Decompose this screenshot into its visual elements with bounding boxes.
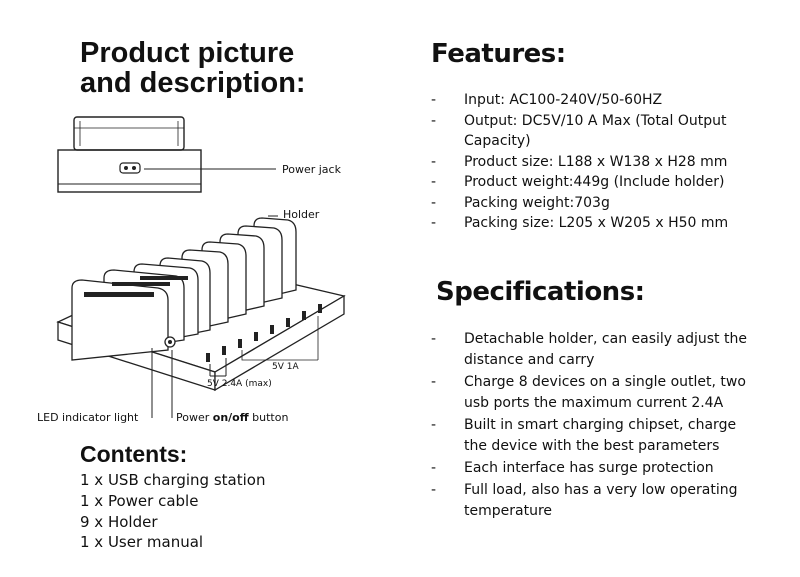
bullet-dash: - <box>431 92 437 108</box>
feature-text: Packing weight:703g <box>464 194 610 211</box>
product-picture-title: Product picture and description: <box>80 38 306 98</box>
contents-item: 1 x User manual <box>80 533 204 552</box>
bullet-dash: - <box>431 417 437 433</box>
list-item: - Built in smart charging chipset, charge… <box>431 415 761 457</box>
list-item: - Packing weight:703g <box>431 193 761 214</box>
power-button-label: Power on/off button <box>176 411 288 424</box>
features-title: Features: <box>431 39 566 69</box>
spec-text: Built in smart charging chipset, charge … <box>464 417 737 454</box>
usb-port-icons <box>206 304 322 362</box>
power-button-label-prefix: Power <box>176 411 213 424</box>
contents-item: 9 x Holder <box>80 512 158 531</box>
side-view-drawing <box>57 116 202 193</box>
power-jack-label: Power jack <box>282 163 341 176</box>
bullet-dash: - <box>431 374 437 390</box>
feature-text: Input: AC100-240V/50-60HZ <box>464 92 663 108</box>
specifications-list: - Detachable holder, can easily adjust th… <box>431 329 761 523</box>
power-jack-icon <box>119 162 141 174</box>
title-line-2: and description: <box>80 67 306 99</box>
features-list: - Input: AC100-240V/50-60HZ - Output: DC5V… <box>431 90 761 234</box>
bullet-dash: - <box>431 112 437 129</box>
power-button-label-bold: on/off <box>212 411 249 424</box>
spec-text: Charge 8 devices on a single outlet, two… <box>464 374 746 411</box>
list-item: - Charge 8 devices on a single outlet, tw… <box>431 372 761 414</box>
led-indicator-label: LED indicator light <box>37 411 139 424</box>
list-item: - Output: DC5V/10 A Max (Total Output Cap… <box>431 111 734 152</box>
list-item: - Product size: L188 x W138 x H28 mm <box>431 152 761 173</box>
list-item: - Full load, also has a very low operatin… <box>431 480 761 522</box>
feature-text: Product size: L188 x W138 x H28 mm <box>464 153 728 170</box>
bullet-dash: - <box>431 174 437 190</box>
bullet-dash: - <box>431 215 437 231</box>
contents-list: 1 x USB charging station 1 x Power cable… <box>80 470 265 553</box>
title-line-1: Product picture <box>80 37 295 69</box>
bullet-dash: - <box>431 153 437 170</box>
contents-item: 1 x Power cable <box>80 491 199 510</box>
holder-slot-lines <box>84 276 188 297</box>
list-item: - Packing size: L205 x W205 x H50 mm <box>431 213 761 234</box>
feature-text: Packing size: L205 x W205 x H50 mm <box>464 215 729 231</box>
spec-text: Full load, also has a very low operating… <box>464 482 738 519</box>
bullet-dash: - <box>431 194 437 211</box>
list-item: - Each interface has surge protection <box>431 458 761 479</box>
bullet-dash: - <box>431 331 437 347</box>
specifications-title: Specifications: <box>436 277 645 307</box>
feature-text: Product weight:449g (Include holder) <box>464 174 725 190</box>
contents-title: Contents: <box>80 441 188 467</box>
bullet-dash: - <box>431 482 437 498</box>
port-5v-1a-label: 5V 1A <box>272 362 299 372</box>
feature-text: Output: DC5V/10 A Max (Total Output Capa… <box>464 112 727 150</box>
contents-item: 1 x USB charging station <box>80 471 266 489</box>
holder-label: Holder <box>283 208 320 221</box>
power-button-label-suffix: button <box>248 411 289 424</box>
list-item: - Product weight:449g (Include holder) <box>431 172 761 193</box>
spec-text: Detachable holder, can easily adjust the… <box>464 331 747 368</box>
port-5v-24a-label: 5V 2.4A (max) <box>207 379 272 389</box>
list-item: - Input: AC100-240V/50-60HZ <box>431 90 761 111</box>
charging-station-drawing <box>56 217 346 392</box>
spec-text: Each interface has surge protection <box>464 460 714 476</box>
list-item: - Detachable holder, can easily adjust th… <box>431 329 761 371</box>
bullet-dash: - <box>431 460 437 476</box>
